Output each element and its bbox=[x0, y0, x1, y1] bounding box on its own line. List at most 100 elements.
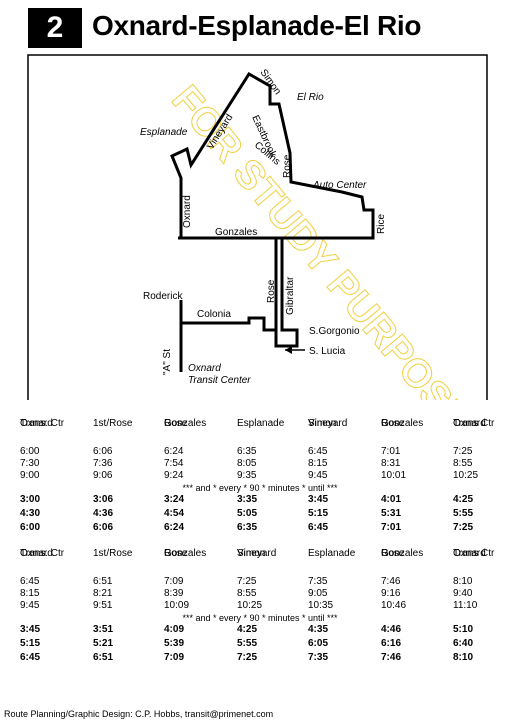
time-cell: 6:51 bbox=[93, 652, 114, 663]
time-cell: 5:15 bbox=[20, 638, 41, 649]
time-cell: 7:01 bbox=[381, 446, 401, 457]
time-cell: 6:35 bbox=[237, 446, 257, 457]
label-rice: Rice bbox=[376, 214, 387, 234]
time-cell: 6:06 bbox=[93, 522, 114, 533]
time-cell: 5:21 bbox=[93, 638, 114, 649]
time-cell: 9:05 bbox=[308, 588, 328, 599]
time-cell: 6:06 bbox=[93, 446, 113, 457]
time-cell: 8:55 bbox=[453, 458, 473, 469]
time-cell: 7:30 bbox=[20, 458, 40, 469]
time-cell: 4:35 bbox=[308, 624, 329, 635]
label-oxnard-tc: Oxnard bbox=[188, 363, 221, 374]
time-cell: 9:06 bbox=[93, 470, 113, 481]
footer-credit: Route Planning/Graphic Design: C.P. Hobb… bbox=[4, 709, 274, 719]
time-cell: 6:51 bbox=[93, 576, 113, 587]
map-frame bbox=[27, 54, 488, 400]
time-cell: 10:09 bbox=[164, 600, 190, 611]
time-cell: 8:10 bbox=[453, 652, 474, 663]
time-cell: 9:51 bbox=[93, 600, 113, 611]
table-row: 6:00 6:06 6:24 6:35 6:45 7:01 7:25 bbox=[0, 446, 517, 458]
time-cell: 8:10 bbox=[453, 576, 473, 587]
frequency-note: *** and * every * 90 * minutes * until *… bbox=[182, 483, 338, 493]
time-cell: 4:09 bbox=[164, 624, 185, 635]
time-cell: 5:05 bbox=[237, 508, 258, 519]
time-cell: 5:15 bbox=[308, 508, 329, 519]
time-cell: 6:00 bbox=[20, 446, 40, 457]
time-cell: 3:45 bbox=[20, 624, 41, 635]
time-cell: 5:31 bbox=[381, 508, 402, 519]
table-row: 9:45 9:51 10:09 10:25 10:35 10:46 11:10 bbox=[0, 600, 517, 612]
time-cell: 10:35 bbox=[308, 600, 334, 611]
label-transit-center: Transit Center bbox=[188, 375, 251, 386]
time-cell: 8:39 bbox=[164, 588, 184, 599]
time-cell: 5:10 bbox=[453, 624, 474, 635]
label-gonzales: Gonzales bbox=[215, 227, 257, 238]
time-cell: 9:35 bbox=[237, 470, 257, 481]
time-cell: 4:25 bbox=[237, 624, 258, 635]
time-cell: 6:16 bbox=[381, 638, 402, 649]
time-cell: 7:25 bbox=[453, 446, 473, 457]
time-cell: 6:24 bbox=[164, 446, 184, 457]
frequency-note: *** and * every * 90 * minutes * until *… bbox=[182, 613, 338, 623]
time-cell: 4:36 bbox=[93, 508, 114, 519]
time-cell: 9:16 bbox=[381, 588, 401, 599]
time-cell: 3:51 bbox=[93, 624, 114, 635]
route-number-badge: 2 bbox=[28, 8, 82, 48]
time-cell: 8:05 bbox=[237, 458, 257, 469]
label-oxnard: Oxnard bbox=[182, 195, 193, 228]
time-cell: 7:01 bbox=[381, 522, 402, 533]
label-a-st: "A" St bbox=[162, 349, 173, 375]
time-cell: 3:45 bbox=[308, 494, 329, 505]
time-cell: 11:10 bbox=[453, 600, 478, 611]
label-el-rio: El Rio bbox=[297, 92, 324, 103]
time-cell: 6:05 bbox=[308, 638, 329, 649]
time-cell: 7:25 bbox=[237, 576, 257, 587]
label-esplanade: Esplanade bbox=[140, 127, 188, 138]
time-cell: 6:40 bbox=[453, 638, 474, 649]
time-cell: 3:24 bbox=[164, 494, 185, 505]
time-cell: 4:30 bbox=[20, 508, 41, 519]
arrow-head-icon bbox=[285, 346, 292, 354]
time-cell: 7:46 bbox=[381, 652, 402, 663]
time-cell: 6:00 bbox=[20, 522, 41, 533]
time-cell: 8:55 bbox=[237, 588, 257, 599]
time-cell: 7:09 bbox=[164, 576, 184, 587]
time-cell: 4:25 bbox=[453, 494, 474, 505]
south-branch-path bbox=[179, 238, 299, 372]
time-cell: 4:01 bbox=[381, 494, 402, 505]
time-cell: 6:45 bbox=[308, 522, 329, 533]
time-cell: 10:25 bbox=[453, 470, 479, 481]
time-cell: 9:40 bbox=[453, 588, 473, 599]
table-row: 8:15 8:21 8:39 8:55 9:05 9:16 9:40 bbox=[0, 588, 517, 600]
time-cell: 10:46 bbox=[381, 600, 407, 611]
time-cell: 6:45 bbox=[308, 446, 328, 457]
label-colonia: Colonia bbox=[197, 309, 231, 320]
label-auto-center: Auto Center bbox=[312, 180, 367, 191]
time-cell: 7:46 bbox=[381, 576, 401, 587]
time-cell: 4:54 bbox=[164, 508, 185, 519]
time-cell: 9:45 bbox=[20, 600, 40, 611]
time-cell: 8:15 bbox=[20, 588, 40, 599]
time-cell: 3:00 bbox=[20, 494, 41, 505]
time-cell: 7:35 bbox=[308, 576, 328, 587]
label-rose-south: Rose bbox=[266, 279, 277, 303]
time-cell: 10:25 bbox=[237, 600, 263, 611]
time-cell: 7:25 bbox=[453, 522, 474, 533]
label-roderick: Roderick bbox=[143, 291, 183, 302]
time-cell: 9:45 bbox=[308, 470, 328, 481]
label-s-lucia: S. Lucia bbox=[309, 346, 346, 357]
label-gibraltar: Gibraltar bbox=[285, 276, 296, 315]
time-cell: 7:54 bbox=[164, 458, 184, 469]
time-cell: 8:21 bbox=[93, 588, 113, 599]
route-2-path bbox=[170, 71, 375, 345]
